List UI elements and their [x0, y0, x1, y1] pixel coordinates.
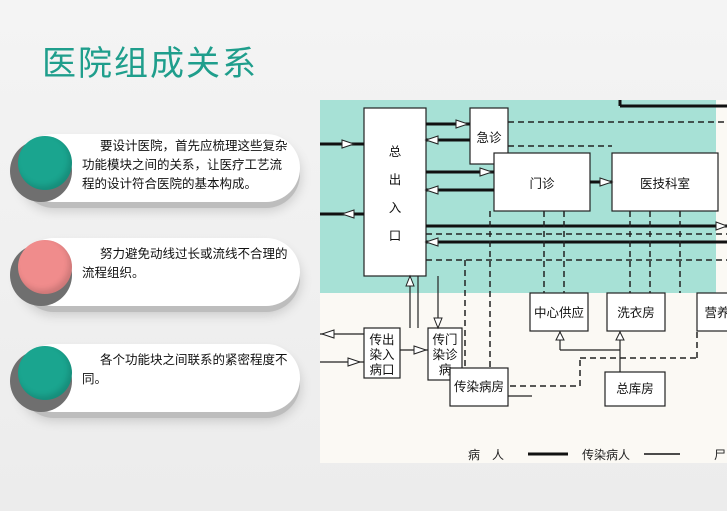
card-circle-teal: [18, 136, 72, 190]
svg-text:传门: 传门: [432, 332, 457, 347]
svg-text:总: 总: [389, 144, 402, 159]
info-card-2: 努力避免动线过长或流线不合理的流程组织。: [6, 238, 306, 316]
card-text: 要设计医院，首先应梳理这些复杂功能模块之间的关系，让医疗工艺流程的设计符合医院的…: [82, 138, 288, 191]
page-title: 医院组成关系: [42, 44, 258, 84]
legend-infectious-line: [644, 453, 680, 455]
svg-text:急诊: 急诊: [476, 130, 502, 145]
legend-corpse-label: 尸: [714, 448, 727, 462]
svg-text:入: 入: [389, 200, 402, 215]
legend-patient-line: [528, 452, 568, 456]
card-circle-teal: [18, 346, 72, 400]
info-card-3: 各个功能块之间联系的紧密程度不同。: [6, 344, 306, 422]
svg-text:门诊: 门诊: [529, 176, 555, 191]
svg-text:洗衣房: 洗衣房: [617, 305, 655, 320]
info-card-1: 要设计医院，首先应梳理这些复杂功能模块之间的关系，让医疗工艺流程的设计符合医院的…: [6, 134, 306, 212]
node-labels: 总 出 入 口 急诊 门诊 医技科室 中心供应 洗衣房 营养 传出 染入 病口 …: [369, 130, 727, 396]
svg-text:出: 出: [389, 172, 402, 187]
legend-patient-label: 病 人: [468, 448, 505, 462]
arrow-heads: [320, 119, 727, 367]
node-nutrition: [696, 292, 727, 332]
flow-lines-patient: [320, 100, 727, 244]
hospital-flow-diagram: 总 出 入 口 急诊 门诊 医技科室 中心供应 洗衣房 营养 传出 染入 病口 …: [320, 100, 727, 463]
node-infectious-entrance: [363, 327, 401, 379]
svg-text:病口: 病口: [369, 362, 394, 377]
flow-lines-infectious: [426, 121, 727, 387]
svg-text:传出: 传出: [369, 332, 394, 347]
svg-text:染诊: 染诊: [432, 347, 458, 362]
node-entrance: [363, 107, 427, 277]
node-boxes: [363, 107, 727, 407]
node-medtech: [611, 152, 719, 212]
node-infectious-ward: [449, 367, 509, 407]
legend-infectious-label: 传染病人: [582, 448, 631, 462]
svg-text:营养: 营养: [704, 305, 727, 320]
svg-text:口: 口: [389, 228, 402, 243]
svg-text:染入: 染入: [369, 347, 395, 362]
node-supply: [529, 292, 589, 332]
card-text: 各个功能块之间联系的紧密程度不同。: [82, 352, 288, 386]
svg-text:医技科室: 医技科室: [640, 176, 690, 191]
svg-text:总库房: 总库房: [616, 381, 654, 396]
svg-text:病: 病: [439, 362, 452, 377]
svg-text:传染病房: 传染病房: [454, 379, 504, 394]
node-outpatient: [493, 152, 591, 212]
node-laundry: [606, 292, 666, 332]
card-circle-pink: [18, 240, 72, 294]
svg-text:中心供应: 中心供应: [534, 305, 584, 320]
node-storage: [604, 371, 666, 407]
card-text: 努力避免动线过长或流线不合理的流程组织。: [82, 246, 288, 280]
